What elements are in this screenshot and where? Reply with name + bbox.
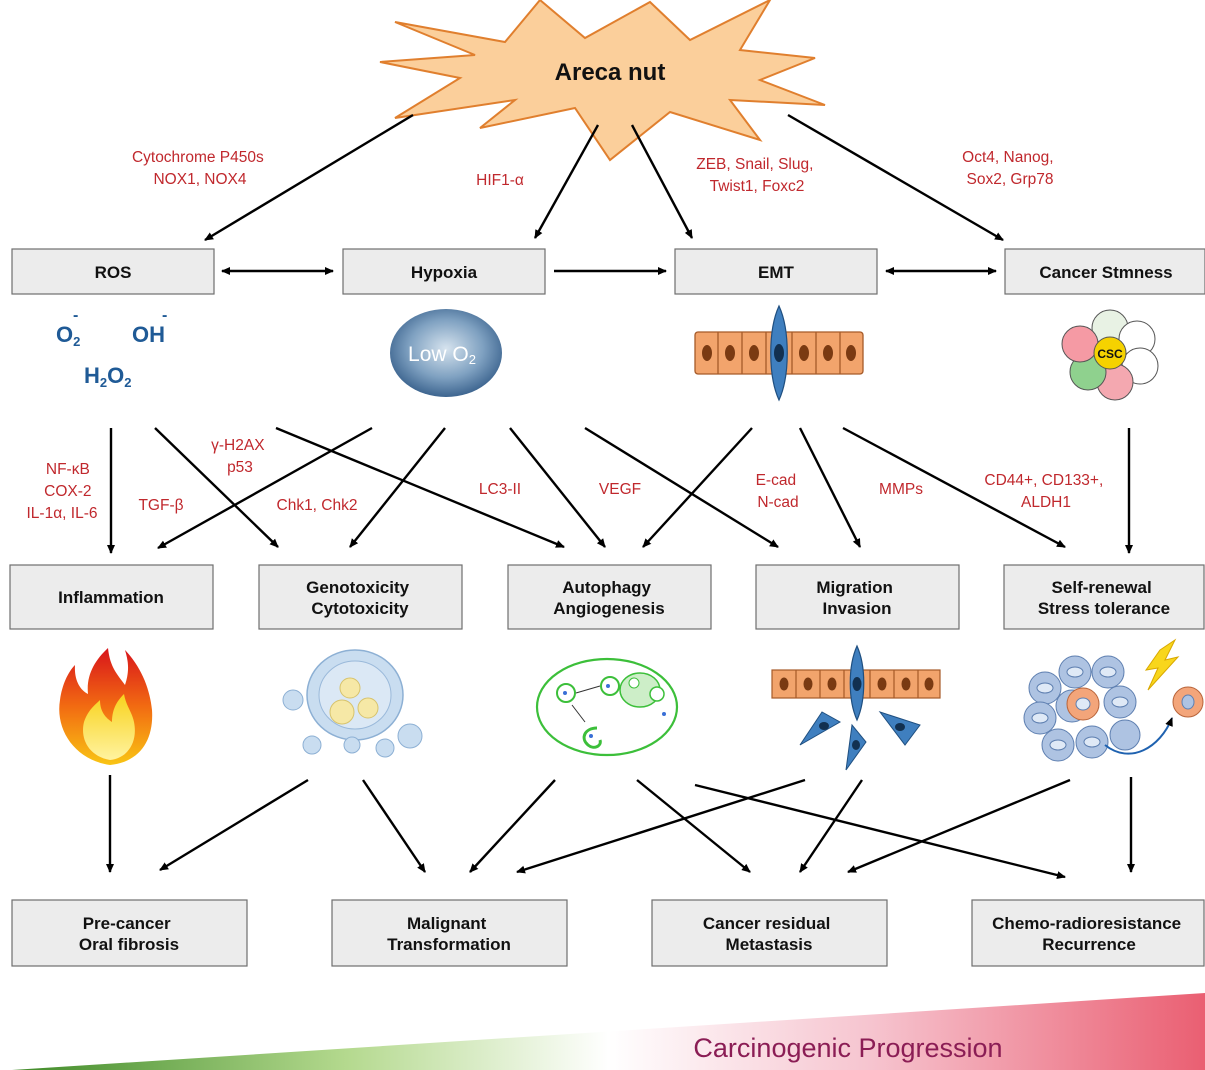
svg-text:Malignant Transformation: Malignant Transformation — [387, 914, 511, 954]
arrow-emt-migration — [798, 427, 862, 548]
box-genotoxicity-cytotoxicity: Genotoxicity Cytotoxicity — [258, 564, 463, 630]
box-emt: EMT — [674, 248, 878, 295]
label-mmps: MMPs — [879, 481, 923, 498]
low-o2-ellipse: Low O2 — [390, 309, 502, 397]
arrow-areca-to-hypoxia — [533, 124, 600, 239]
label-hif1a: HIF1-α — [476, 172, 524, 189]
arrow-hypoxia-autophagy — [509, 427, 606, 548]
arrow-areca-to-stemness — [787, 113, 1004, 242]
svg-text:Autophagy Angiogenesis: Autophagy Angiogenesis — [553, 578, 664, 618]
cytotoxicity-cells-icon — [282, 649, 423, 758]
csc-label: CSC — [1097, 347, 1123, 361]
arrow-genotoxicity-precancer — [159, 778, 309, 872]
csc-cluster: CSC — [1061, 309, 1159, 401]
middle-arrows — [107, 426, 1133, 554]
box-hypoxia: Hypoxia — [342, 248, 546, 295]
low-o2-text: Low O2 — [408, 343, 476, 367]
svg-text:ROS: ROS — [95, 263, 132, 282]
label-emt-factors: ZEB, Snail, Slug, Twist1, Foxc2 — [696, 156, 817, 195]
arrow-autophagy-metastasis — [636, 779, 751, 873]
svg-text:EMT: EMT — [758, 263, 795, 282]
arrow-emt-autophagy — [642, 427, 753, 548]
arrow-genotoxicity-malignant — [362, 779, 426, 873]
label-lc3-ii: LC3-II — [479, 481, 521, 498]
svg-text:Chemo-radioresistance Re: Chemo-radioresistance Recurrence — [992, 914, 1186, 954]
arrow-autophagy-malignant — [469, 779, 556, 873]
svg-text:Hypoxia: Hypoxia — [411, 263, 478, 282]
top-arrows — [204, 113, 1004, 242]
box-autophagy-angiogenesis: Autophagy Angiogenesis — [507, 564, 712, 630]
progression-wedge: Carcinogenic Progression — [12, 993, 1205, 1070]
ros-species: O2 - OH - H2O2 — [56, 307, 167, 390]
arrow-hypoxia-migration — [584, 426, 779, 549]
lower-arrows — [106, 775, 1135, 879]
svg-text:Self-renewal Stress tole: Self-renewal Stress tolerance — [1038, 578, 1170, 618]
box-ros: ROS — [11, 248, 215, 295]
arrow-areca-to-ros — [204, 113, 414, 242]
label-nfkb-cox2-il: NF-κB COX-2 IL-1α, IL-6 — [27, 461, 98, 522]
label-chk1-chk2: Chk1, Chk2 — [277, 497, 358, 514]
svg-text:Pre-cancer Oral fibrosis: Pre-cancer Oral fibrosis — [79, 914, 179, 954]
label-stemness-factors: Oct4, Nanog, Sox2, Grp78 — [962, 149, 1058, 188]
hydroxyl: OH — [132, 322, 165, 347]
label-cadherins: E-cad N-cad — [756, 472, 801, 511]
stress-tolerance-cells-icon — [1023, 638, 1204, 762]
autophagy-cell-icon — [535, 657, 679, 757]
label-vegf: VEGF — [599, 481, 641, 498]
label-tgfb: TGF-β — [138, 497, 183, 514]
box-cancer-stemness: Cancer Stmness — [1004, 248, 1205, 295]
box-migration-invasion: Migration Invasion — [755, 564, 960, 630]
migration-cells-icon — [771, 644, 941, 771]
burst-shape — [379, 0, 826, 162]
box-inflammation: Inflammation — [9, 564, 214, 630]
superoxide: O2 — [56, 322, 80, 349]
arrow-emt-selfrenewal — [842, 426, 1066, 549]
box-malignant-transformation: Malignant Transformation — [331, 899, 568, 967]
progression-label: Carcinogenic Progression — [693, 1033, 1002, 1063]
arrow-areca-to-emt — [630, 124, 694, 239]
svg-text:Cancer Stmness: Cancer Stmness — [1039, 263, 1172, 282]
arrow-hypoxia-inflammation — [157, 426, 373, 550]
superoxide-radical: - — [73, 307, 78, 324]
emt-cell-strip — [694, 304, 864, 402]
label-ros-enzymes: Cytochrome P450s NOX1, NOX4 — [132, 149, 268, 188]
box-residual-metastasis: Cancer residual Metastasis — [651, 899, 888, 967]
arrow-ros-genotoxicity — [154, 427, 279, 548]
arrow-ros-autophagy — [275, 426, 565, 549]
arrow-migration-malignant — [516, 778, 806, 874]
hydroxyl-radical: - — [162, 307, 167, 324]
box-chemoresistance-recurrence: Chemo-radioresistance Recurrence — [971, 899, 1205, 967]
arrow-migration-metastasis — [799, 779, 863, 873]
label-csc-markers: CD44+, CD133+, ALDH1 — [984, 472, 1107, 511]
svg-text:Inflammation: Inflammation — [58, 588, 164, 607]
svg-text:Migration Invasion: Migration Invasion — [816, 578, 897, 618]
title: Areca nut — [555, 59, 666, 86]
svg-text:Genotoxicity Cytotoxicit: Genotoxicity Cytotoxicity — [306, 578, 414, 618]
arrow-hypoxia-genotoxicity — [349, 427, 446, 548]
arrow-autophagy-recurrence — [694, 783, 1066, 879]
flame-icon — [59, 648, 153, 765]
label-h2ax-p53: γ-H2AX p53 — [211, 437, 269, 476]
box-selfrenewal-stress: Self-renewal Stress tolerance — [1003, 564, 1205, 630]
areca-nut-burst: Areca nut — [379, 0, 826, 162]
svg-text:Cancer residual Metastas: Cancer residual Metastasis — [703, 914, 835, 954]
arrow-selfrenewal-metastasis — [847, 778, 1071, 874]
hydrogen-peroxide: H2O2 — [84, 363, 131, 390]
box-precancer-fibrosis: Pre-cancer Oral fibrosis — [11, 899, 248, 967]
